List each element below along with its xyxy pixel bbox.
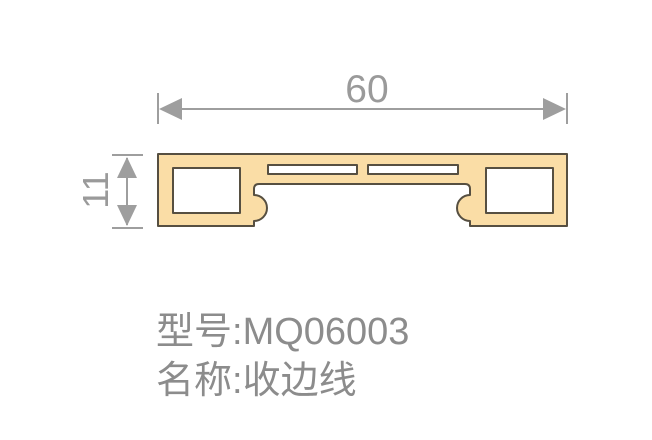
product-name-value: 收边线 <box>242 360 357 402</box>
height-dimension-label: 11 <box>75 171 116 208</box>
width-dimension <box>157 93 568 124</box>
width-dimension-label: 60 <box>345 68 388 111</box>
height-dimension-arrowheads <box>117 157 137 226</box>
product-name-line: 名称:收边线 <box>156 357 409 406</box>
arrow-left-icon <box>159 98 182 120</box>
profile-cross-section-shape <box>157 153 568 227</box>
product-info: 型号:MQ06003 名称:收边线 <box>156 308 409 406</box>
profile-cross-section <box>157 153 568 227</box>
product-model-value: MQ06003 <box>242 311 410 353</box>
product-model-line: 型号:MQ06003 <box>156 308 409 357</box>
arrow-down-icon <box>117 205 137 226</box>
arrow-right-icon <box>543 98 566 120</box>
width-dimension-arrowheads <box>159 98 566 120</box>
product-model-label: 型号: <box>156 311 243 353</box>
product-name-label: 名称: <box>156 360 243 402</box>
arrow-up-icon <box>117 157 137 178</box>
